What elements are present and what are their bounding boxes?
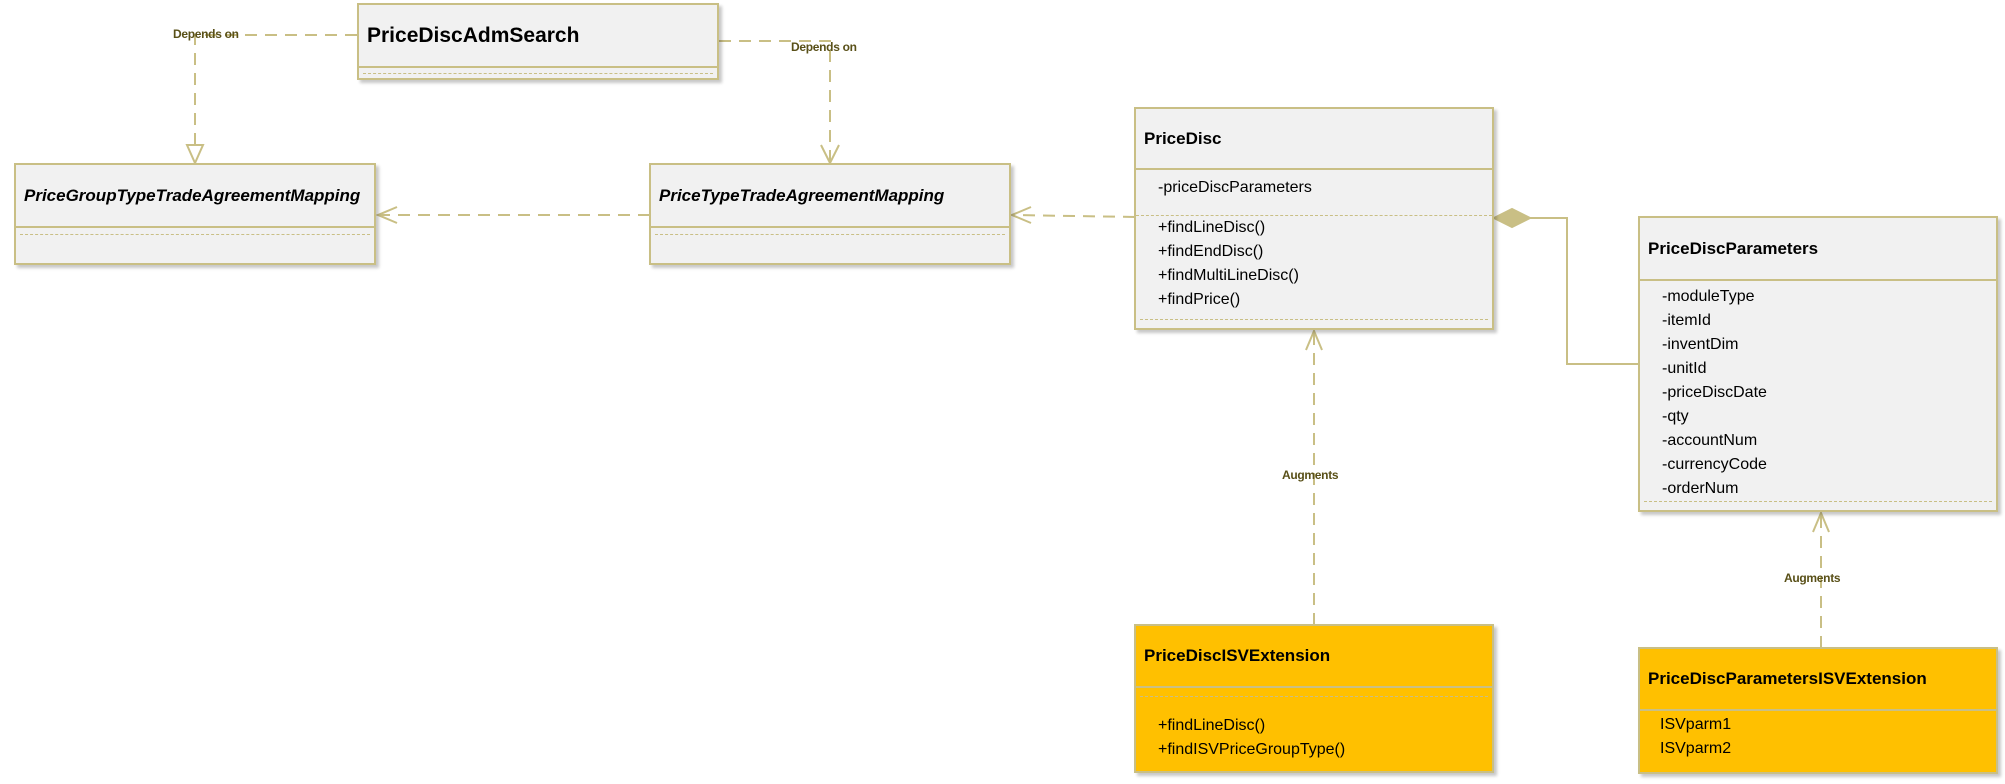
- depends-on-left-line: [194, 34, 357, 145]
- mapping-dependency-arrowhead: [375, 206, 398, 224]
- class-price-type-trade-agreement-mapping[interactable]: PriceTypeTradeAgreementMapping: [649, 163, 1011, 265]
- depends-on-right-label: Depends on: [791, 40, 857, 54]
- method: +findLineDisc(): [1158, 717, 1266, 734]
- class-price-disc-isv-extension[interactable]: PriceDiscISVExtension +findLineDisc() +f…: [1134, 624, 1494, 773]
- attribute: -priceDiscDate: [1662, 384, 1767, 401]
- augments-pricedisc-label: Augments: [1282, 468, 1339, 482]
- attribute: -unitId: [1662, 360, 1707, 377]
- class-title: PriceDiscISVExtension: [1136, 626, 1492, 688]
- method: +findEndDisc(): [1158, 243, 1264, 260]
- pricedisc-dependency-arrowhead: [1009, 206, 1032, 224]
- augments-parameters-arrowhead: [1812, 510, 1830, 533]
- augments-pricedisc-arrowhead: [1305, 328, 1323, 351]
- attribute: -qty: [1662, 408, 1689, 425]
- methods-section: +findLineDisc() +findISVPriceGroupType(): [1136, 688, 1492, 770]
- section-divider: [1140, 696, 1488, 697]
- section-divider: [363, 73, 713, 74]
- depends-on-left-arrowhead: [185, 144, 205, 166]
- section-divider: [1644, 501, 1992, 502]
- attribute: ISVparm1: [1660, 716, 1732, 733]
- attribute: -priceDiscParameters: [1158, 179, 1312, 196]
- class-title: PriceTypeTradeAgreementMapping: [651, 165, 1009, 228]
- section-divider: [20, 234, 370, 235]
- section-divider: [1140, 319, 1488, 320]
- methods-section: +findLineDisc() +findEndDisc() +findMult…: [1136, 216, 1492, 312]
- class-title: PriceDiscParameters: [1640, 218, 1996, 281]
- class-price-disc-parameters-isv-extension[interactable]: PriceDiscParametersISVExtension ISVparm1…: [1638, 647, 1998, 774]
- class-title: PriceDiscParametersISVExtension: [1640, 649, 1996, 711]
- class-title: PriceGroupTypeTradeAgreementMapping: [16, 165, 374, 228]
- composition-diamond: [1491, 207, 1533, 229]
- class-title: PriceDisc: [1136, 109, 1492, 170]
- attributes-section: ISVparm1 ISVparm2: [1640, 711, 1996, 771]
- attribute: -itemId: [1662, 312, 1711, 329]
- pricedisc-dependency-line: [1011, 214, 1136, 218]
- composition-line: [1530, 217, 1639, 365]
- method: +findMultiLineDisc(): [1158, 267, 1299, 284]
- class-price-group-type-trade-agreement-mapping[interactable]: PriceGroupTypeTradeAgreementMapping: [14, 163, 376, 265]
- attribute: -accountNum: [1662, 432, 1758, 449]
- augments-parameters-label: Augments: [1784, 571, 1841, 585]
- section-divider: [655, 234, 1005, 235]
- attribute: -moduleType: [1662, 288, 1755, 305]
- class-price-disc[interactable]: PriceDisc -priceDiscParameters +findLine…: [1134, 107, 1494, 330]
- method: +findISVPriceGroupType(): [1158, 741, 1346, 758]
- attribute: -orderNum: [1662, 480, 1739, 497]
- depends-on-left-label: Depends on: [173, 27, 239, 41]
- attribute: -currencyCode: [1662, 456, 1767, 473]
- depends-on-right-line: [719, 40, 831, 162]
- class-title: PriceDiscAdmSearch: [359, 5, 717, 68]
- method: +findPrice(): [1158, 291, 1241, 308]
- class-price-disc-parameters[interactable]: PriceDiscParameters -moduleType -itemId …: [1638, 216, 1998, 512]
- attributes-section: -priceDiscParameters: [1136, 170, 1492, 216]
- class-price-disc-adm-search[interactable]: PriceDiscAdmSearch: [357, 3, 719, 80]
- attribute: -inventDim: [1662, 336, 1739, 353]
- attribute: ISVparm2: [1660, 740, 1732, 757]
- method: +findLineDisc(): [1158, 219, 1266, 236]
- attributes-section: -moduleType -itemId -inventDim -unitId -…: [1640, 281, 1996, 497]
